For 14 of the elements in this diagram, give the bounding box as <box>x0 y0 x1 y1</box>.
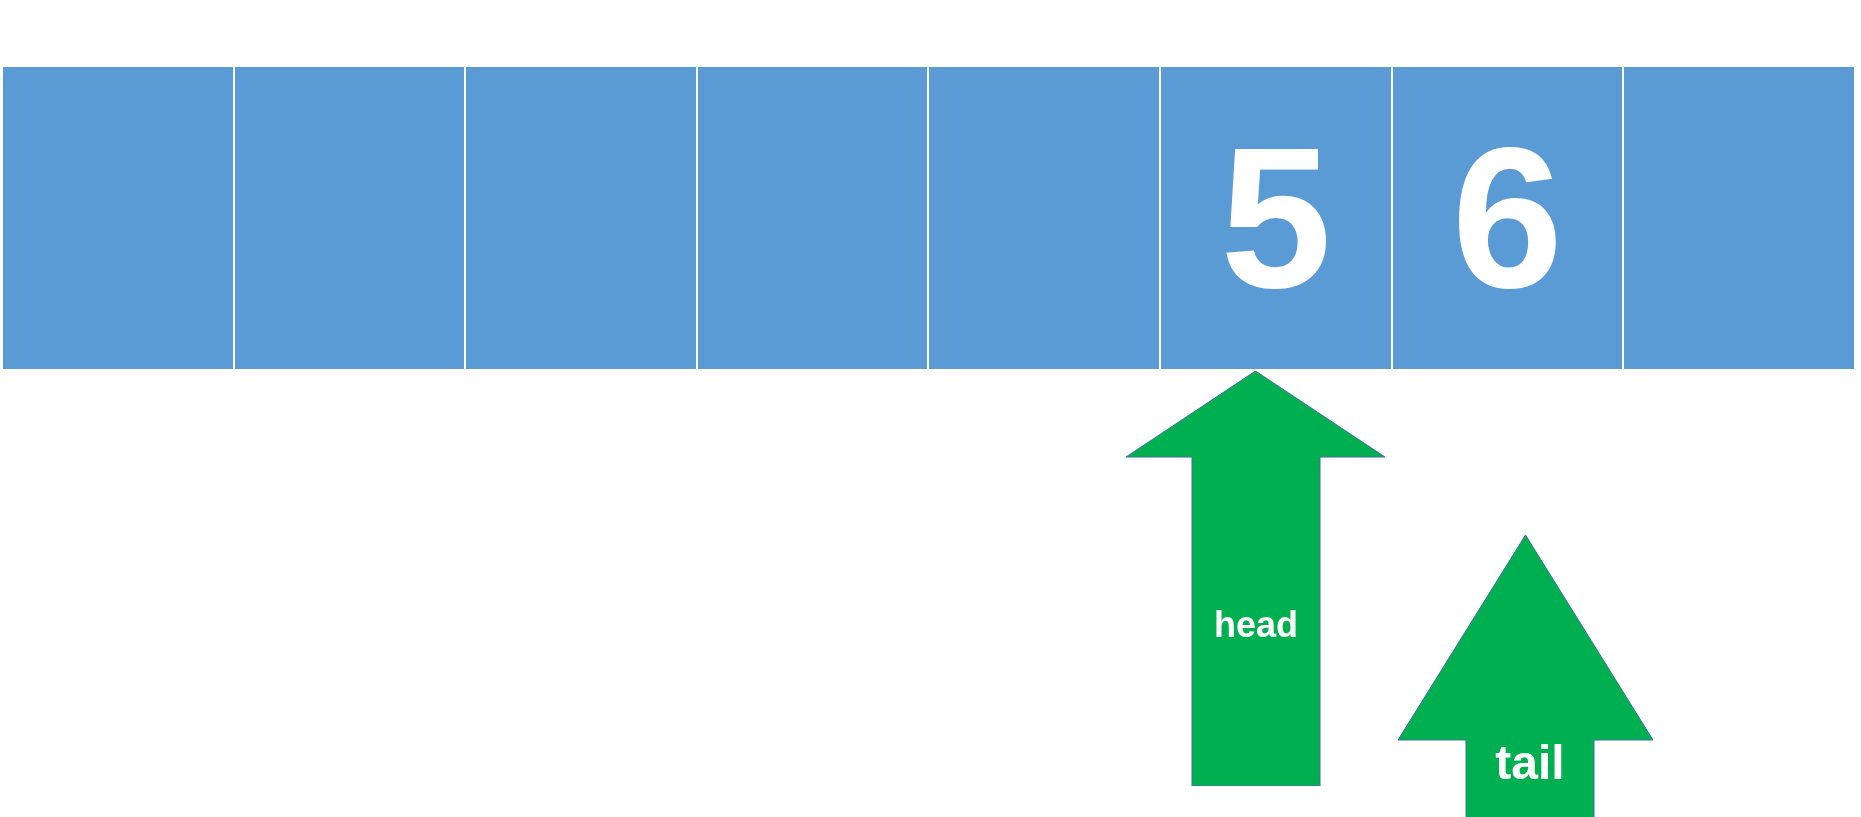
array-cell <box>1160 66 1392 370</box>
cell-value: 6 <box>1450 118 1564 318</box>
array-cell <box>1623 66 1855 370</box>
array-cell <box>696 66 929 370</box>
array-cell <box>1391 66 1624 370</box>
cell-value: 5 <box>1219 118 1333 318</box>
pointer-label: head <box>1213 607 1299 643</box>
array-cell <box>928 66 1160 370</box>
block-arrow <box>1398 535 1653 817</box>
pointer-label: tail <box>1494 739 1566 787</box>
block-arrow <box>1126 371 1385 786</box>
array-cell <box>233 66 466 370</box>
array-cell <box>465 66 697 370</box>
array-cell <box>2 66 234 370</box>
